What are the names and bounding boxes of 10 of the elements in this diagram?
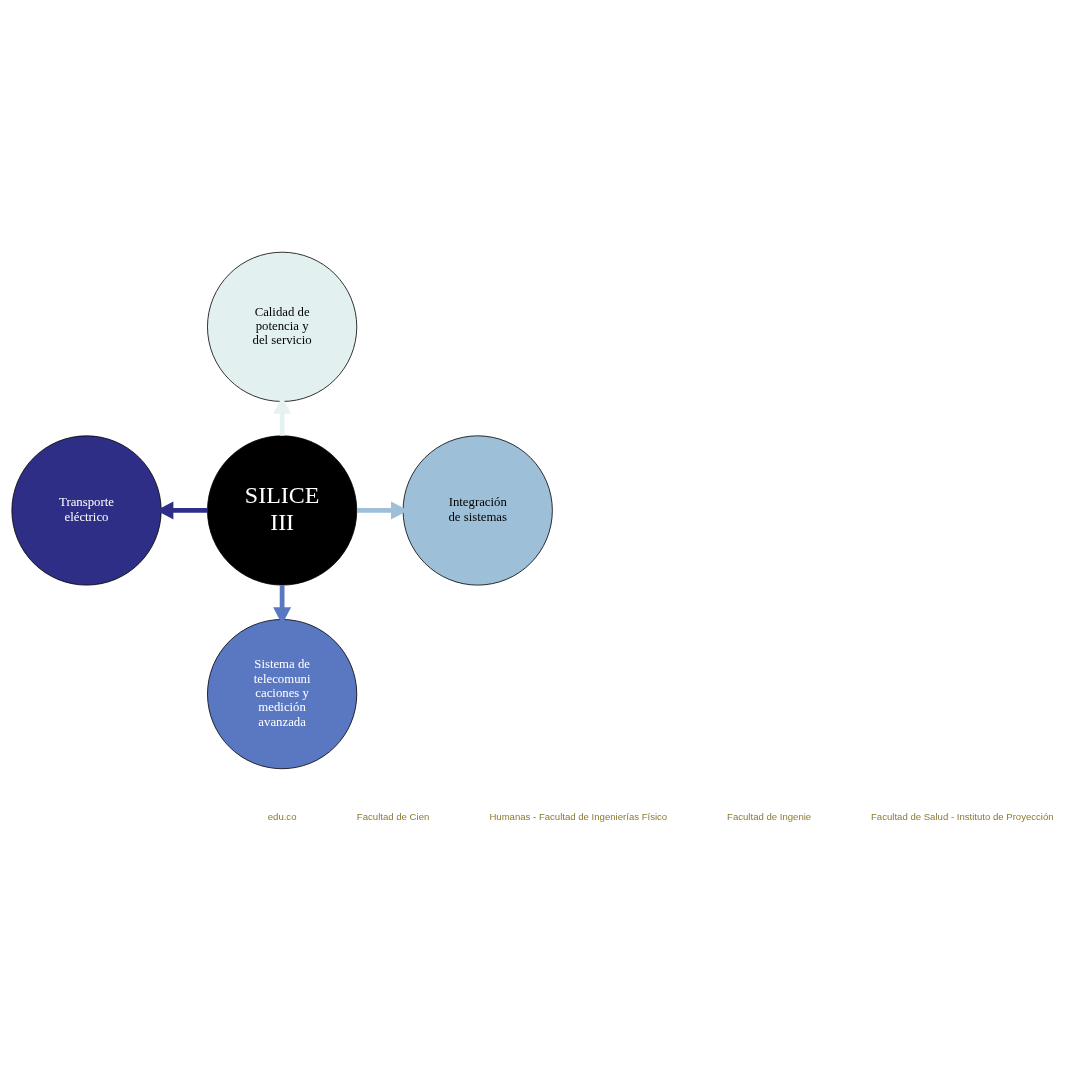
node-circle: Sistema de telecomuni caciones y medición avanzada — [207, 619, 358, 770]
label: Facultad de Cien — [356, 810, 430, 822]
node-circle: SILICE III — [207, 435, 358, 586]
label: Facultad de Salud - Instituto de Proyección — [871, 810, 1054, 822]
label: Facultad de Ingenie — [727, 810, 812, 822]
node-circle: Integración de sistemas — [402, 435, 553, 586]
label: Humanas - Facultad de Ingenierías Físico — [489, 810, 668, 822]
node-circle: Calidad de potencia y del servicio — [207, 251, 358, 402]
label: edu.co — [267, 810, 297, 822]
node-circle: Transporte eléctrico — [11, 435, 162, 586]
